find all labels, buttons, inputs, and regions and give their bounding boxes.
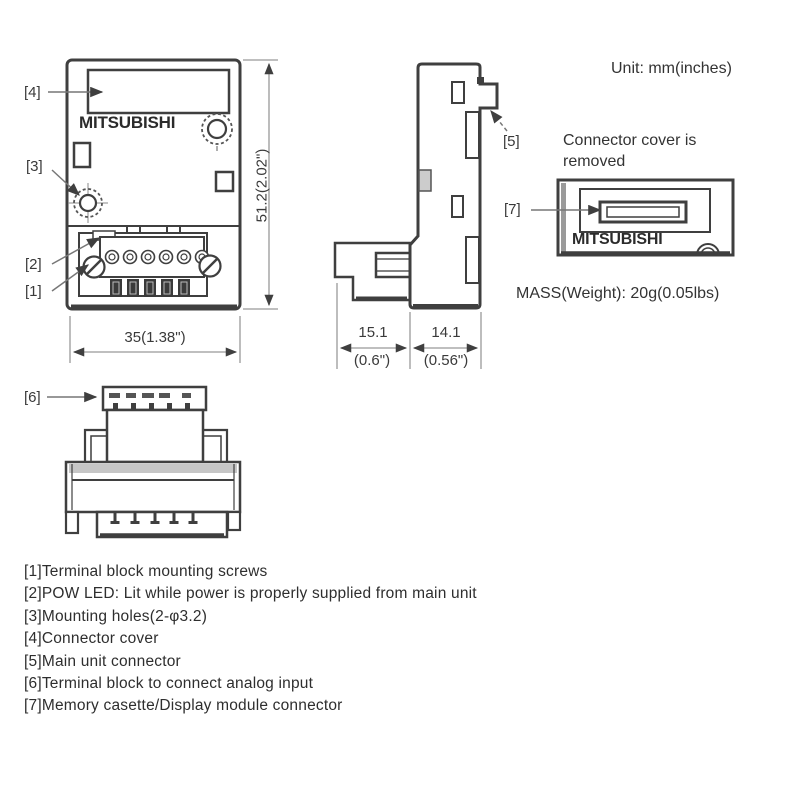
block-mounting-screw-left [82, 255, 106, 279]
terminal-section [67, 225, 240, 297]
front-leader-lines [48, 86, 104, 292]
front-dimensions [69, 59, 278, 363]
callout-label-3: [3] [26, 158, 43, 175]
label5-leader [490, 109, 508, 132]
unit-note: Unit: mm(inches) [611, 60, 732, 77]
legend-item-2: [2]POW LED: Lit while power is properly … [24, 585, 477, 603]
legend-item-1: [1]Terminal block mounting screws [24, 563, 268, 580]
terminal-markings [109, 393, 191, 398]
mass-note: MASS(Weight): 20g(0.05lbs) [516, 285, 720, 302]
bottom-view [47, 385, 242, 539]
detail-view [531, 178, 735, 257]
brand-logo-front: MITSUBISHI [79, 113, 176, 132]
legend-item-3: [3]Mounting holes(2-φ3.2) [24, 607, 208, 625]
side-dimensions [336, 283, 482, 369]
width-dimension: 35(1.38") [124, 329, 186, 346]
block-mounting-screw-right [198, 254, 222, 278]
right-clip [214, 170, 235, 193]
connector-cover-note: Connector cover is removed [563, 132, 697, 170]
connector-cover [86, 68, 231, 115]
callout-label-4: [4] [24, 84, 41, 101]
detail-screw [696, 243, 720, 256]
callout-label-5: [5] [503, 133, 520, 150]
front-view [48, 58, 278, 363]
height-dimension: 51.2(2.02") [253, 148, 271, 223]
legend-item-5: [5]Main unit connector [24, 652, 181, 670]
brand-logo-detail: MITSUBISHI [572, 231, 663, 248]
legend-item-6: [6]Terminal block to connect analog inpu… [24, 675, 314, 693]
cover-screw [201, 113, 233, 151]
legend-item-4: [4]Connector cover [24, 630, 159, 648]
bottom-pins [110, 513, 198, 524]
body-depth-in: (0.56") [423, 352, 469, 369]
callout-label-6: [6] [24, 389, 41, 406]
mounting-hole [68, 183, 108, 223]
terminal-strip [101, 385, 208, 412]
terminal-depth-mm: 15.1 [358, 324, 388, 341]
module-connector-slot [598, 200, 688, 224]
legend-item-7: [7]Memory casette/Display module connect… [24, 697, 343, 715]
terminal-depth-in: (0.6") [353, 352, 391, 369]
terminal-slots [110, 279, 190, 297]
callout-label-2: [2] [25, 256, 42, 273]
legend-list: [1]Terminal block mounting screws [2]POW… [24, 561, 477, 718]
callout-label-1: [1] [25, 283, 42, 300]
side-view [333, 62, 508, 369]
side-body-outline [408, 62, 499, 310]
callout-label-7: [7] [504, 201, 521, 218]
body-depth-mm: 14.1 [431, 324, 461, 341]
left-clip [72, 141, 92, 169]
terminal-screws [104, 249, 210, 265]
